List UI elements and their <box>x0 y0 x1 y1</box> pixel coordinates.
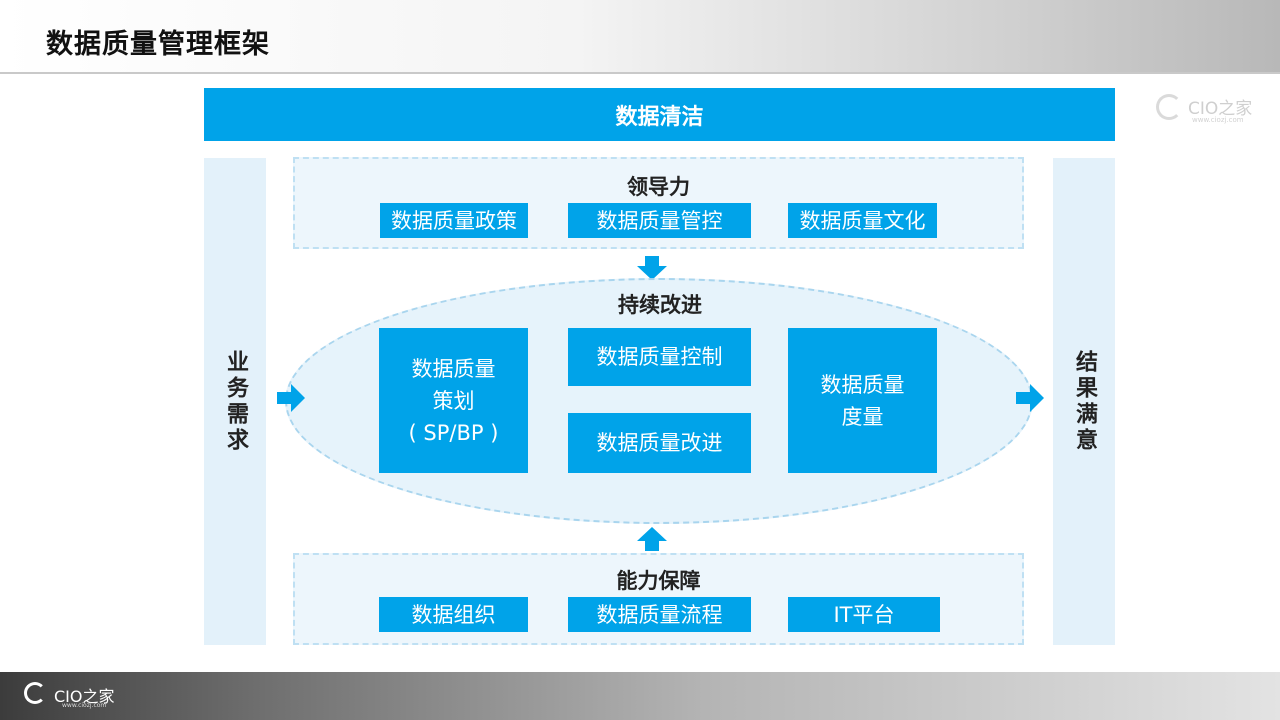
result-satisfaction-label: 结果满意 <box>1072 349 1097 454</box>
planning-line: ( SP/BP ) <box>408 420 499 445</box>
cio-logo-icon <box>1156 94 1182 120</box>
watermark-logo: CIO之家 www.ciozj.com <box>1156 92 1276 132</box>
quality-control-box: 数据质量控制 <box>568 328 751 386</box>
cio-logo-icon <box>24 682 46 704</box>
footer-logo: CIO之家 www.ciozj.com <box>24 680 144 712</box>
capability-title: 能力保障 <box>616 569 701 593</box>
header-divider <box>0 72 1280 74</box>
right-arrow-icon <box>277 384 305 412</box>
right-arrow-icon <box>1016 384 1044 412</box>
planning-line: 数据质量 <box>411 356 496 381</box>
capability-item: 数据组织 <box>379 597 528 632</box>
footer-url: www.ciozj.com <box>62 702 107 709</box>
watermark-brand: CIO之家 <box>1188 99 1253 119</box>
leadership-item: 数据质量管控 <box>568 203 751 238</box>
quality-planning-box: 数据质量 策划 ( SP/BP ) <box>379 328 528 473</box>
quality-improvement-box: 数据质量改进 <box>568 413 751 473</box>
page-title: 数据质量管理框架 <box>46 29 270 60</box>
business-needs-column: 业务需求 <box>204 158 266 645</box>
leadership-title: 领导力 <box>627 175 690 199</box>
down-arrow-icon <box>637 256 667 280</box>
watermark-url: www.ciozj.com <box>1192 116 1244 124</box>
header-bar <box>0 0 1280 72</box>
up-arrow-icon <box>637 527 667 551</box>
footer-bar <box>0 672 1280 720</box>
data-cleaning-bar: 数据清洁 <box>204 88 1115 141</box>
capability-item: IT平台 <box>788 597 940 632</box>
footer-brand: CIO之家 <box>54 687 115 706</box>
capability-item: 数据质量流程 <box>568 597 751 632</box>
measure-line: 度量 <box>841 404 884 429</box>
planning-line: 策划 <box>432 388 475 413</box>
quality-measurement-box: 数据质量 度量 <box>788 328 937 473</box>
leadership-item: 数据质量文化 <box>788 203 937 238</box>
measure-line: 数据质量 <box>820 372 905 397</box>
leadership-item: 数据质量政策 <box>380 203 528 238</box>
continuous-improvement-title: 持续改进 <box>618 293 702 317</box>
business-needs-label: 业务需求 <box>223 349 248 454</box>
result-satisfaction-column: 结果满意 <box>1053 158 1115 645</box>
